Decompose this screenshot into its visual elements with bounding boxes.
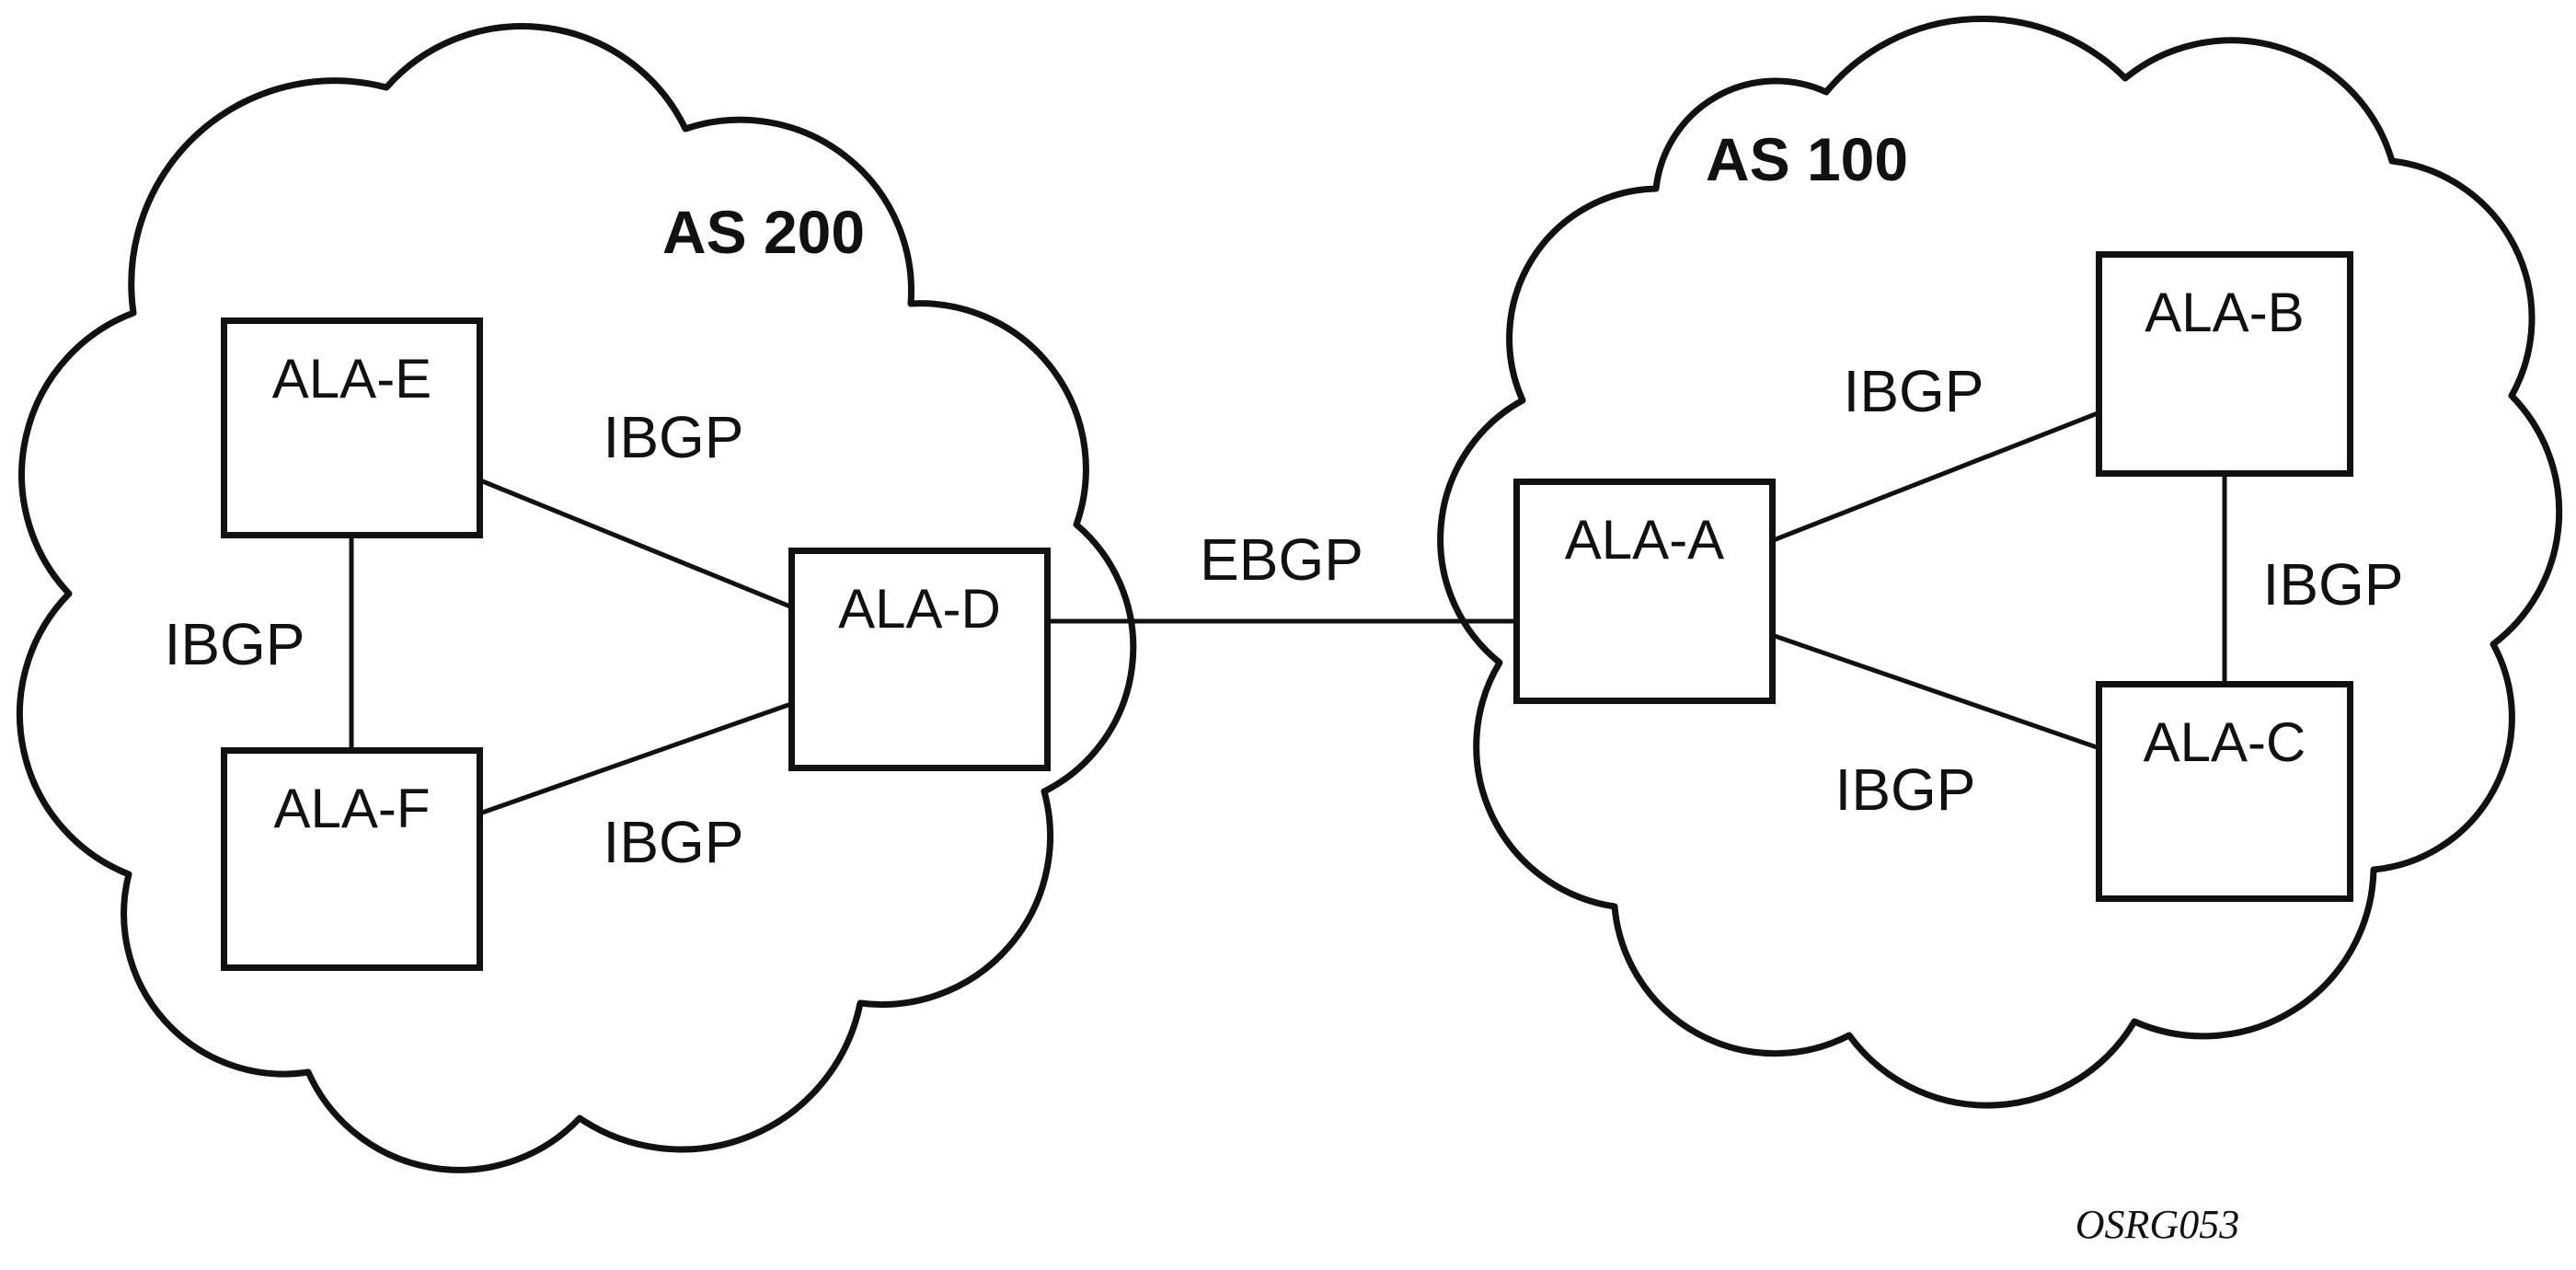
link-label-ibgp-e-d: IBGP <box>603 404 744 470</box>
link-label-ibgp-b-c: IBGP <box>2262 551 2404 618</box>
router-node-ala-d: ALA-D <box>788 548 1051 771</box>
router-node-ala-b: ALA-B <box>2096 251 2353 477</box>
router-label-ala-a: ALA-A <box>1564 509 1725 571</box>
router-label-ala-d: ALA-D <box>838 578 1001 640</box>
router-label-ala-b: ALA-B <box>2145 282 2305 343</box>
router-label-ala-f: ALA-F <box>273 778 431 839</box>
router-label-ala-e: ALA-E <box>271 348 432 410</box>
link-label-ibgp-f-d: IBGP <box>603 809 744 875</box>
figure-code: OSRG053 <box>2075 1202 2240 1247</box>
router-node-ala-e: ALA-E <box>221 318 483 538</box>
link-label-ebgp-d-a: EBGP <box>1200 526 1363 593</box>
link-label-ibgp-e-f: IBGP <box>164 611 305 677</box>
as-100-title: AS 100 <box>1705 125 1909 193</box>
as-200-title: AS 200 <box>661 198 866 266</box>
router-label-ala-c: ALA-C <box>2143 711 2306 773</box>
router-node-ala-c: ALA-C <box>2096 681 2353 902</box>
router-node-ala-a: ALA-A <box>1513 479 1776 704</box>
link-label-ibgp-a-c: IBGP <box>1834 756 1976 823</box>
link-label-ibgp-a-b: IBGP <box>1843 358 1984 424</box>
router-node-ala-f: ALA-F <box>221 747 483 971</box>
